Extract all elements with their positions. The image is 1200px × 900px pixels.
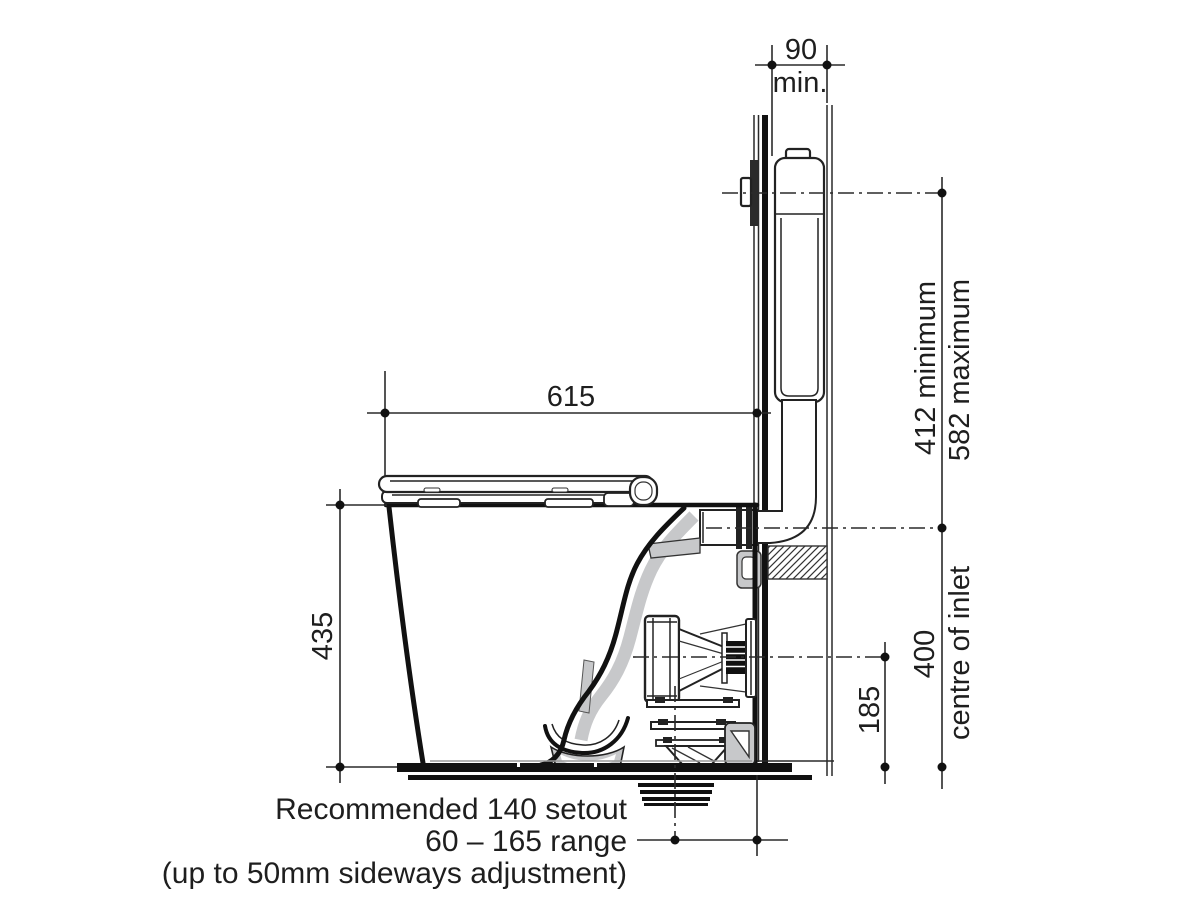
floor-bar-lower bbox=[408, 775, 812, 780]
floor bbox=[397, 760, 812, 780]
dim-435-value: 435 bbox=[307, 612, 339, 660]
floor-tick-a bbox=[517, 763, 520, 767]
dim-pan-height: 435 bbox=[307, 489, 397, 783]
dim-615-dot-right bbox=[752, 408, 762, 418]
setout-dot-outlet bbox=[670, 835, 680, 845]
notes-block: Recommended 140 setout 60 – 165 range (u… bbox=[162, 793, 628, 890]
dim-435-dot-top bbox=[335, 500, 345, 510]
dim-185-dot-bottom bbox=[880, 762, 890, 772]
setout-dot-wall bbox=[752, 835, 762, 845]
dim-button-min: 412 minimum bbox=[910, 281, 942, 455]
dim-90-dot-left bbox=[767, 60, 777, 70]
dim-615-value: 615 bbox=[547, 381, 595, 413]
seat-and-lid bbox=[377, 474, 659, 508]
dim-wall-cavity: 90 min. bbox=[755, 34, 845, 156]
outlet-bolt-lines bbox=[699, 623, 747, 693]
seat-bumper-rear bbox=[544, 498, 594, 508]
ceramic-shelf bbox=[647, 537, 701, 559]
bracket-clip-2a bbox=[658, 719, 668, 725]
connector-ribs bbox=[726, 646, 746, 668]
note-adjustment: (up to 50mm sideways adjustment) bbox=[162, 857, 627, 890]
outlet-cone-lines bbox=[678, 640, 725, 680]
trap-drum bbox=[643, 614, 681, 704]
dim-inlet-label: centre of inlet bbox=[944, 566, 976, 740]
lid-notch-a bbox=[423, 487, 441, 493]
bracket-clip-1b bbox=[723, 697, 733, 703]
corner-wedge-hole bbox=[729, 730, 750, 760]
bowl-bottom-inner bbox=[551, 719, 620, 746]
dim-90-value: 90 bbox=[785, 34, 817, 66]
outlet-rib-5 bbox=[644, 803, 708, 806]
floor-tick-b bbox=[594, 763, 597, 767]
floor-bar-upper bbox=[397, 763, 792, 772]
concealed-cistern bbox=[699, 147, 828, 589]
mounting-block-hatched bbox=[767, 545, 828, 580]
cistern-inner-line bbox=[780, 218, 819, 397]
note-setout: Recommended 140 setout bbox=[275, 793, 628, 826]
dim-185-value: 185 bbox=[854, 686, 886, 734]
dim-right-dot-bottom bbox=[937, 762, 947, 772]
dim-right-dot-mid bbox=[937, 523, 947, 533]
bracket-clip-1a bbox=[655, 697, 665, 703]
dim-615-dot-left bbox=[380, 408, 390, 418]
dim-90-qualifier: min. bbox=[773, 67, 828, 99]
dim-pan-depth: 615 bbox=[367, 371, 771, 476]
bracket-clip-2b bbox=[716, 719, 726, 725]
dim-button-max: 582 maximum bbox=[944, 279, 976, 461]
lid-hinge-inner bbox=[634, 481, 653, 501]
outlet-rib-2 bbox=[638, 783, 714, 787]
lid bbox=[377, 474, 655, 494]
dim-setout bbox=[637, 775, 788, 856]
dim-right-dot-top bbox=[937, 188, 947, 198]
bracket-clip-3a bbox=[663, 737, 672, 743]
lid-hinge bbox=[628, 475, 659, 507]
seat-bumper-front bbox=[417, 498, 461, 508]
flush-button bbox=[739, 176, 753, 208]
bowl-bottom-outer bbox=[543, 716, 630, 756]
dim-435-dot-bottom bbox=[335, 762, 345, 772]
wall-stud-bar bbox=[762, 115, 768, 763]
dim-outlet-height: 185 bbox=[854, 642, 890, 784]
bowl-profile-curve bbox=[538, 505, 687, 768]
trap-and-outlet bbox=[638, 614, 757, 806]
outlet-rib-3 bbox=[640, 790, 712, 794]
dim-90-dot-right bbox=[822, 60, 832, 70]
dim-inlet-value: 400 bbox=[909, 630, 941, 678]
dim-185-dot-top bbox=[880, 652, 890, 662]
centrelines bbox=[633, 192, 942, 840]
bracket-bar-1 bbox=[646, 699, 740, 708]
outlet-cone bbox=[678, 627, 725, 693]
dim-right-column: 412 minimum 582 maximum 400 centre of in… bbox=[909, 177, 976, 789]
note-range: 60 – 165 range bbox=[425, 825, 627, 858]
cistern-tank bbox=[773, 156, 826, 404]
outlet-rib-4 bbox=[642, 797, 710, 801]
pan-front-edge bbox=[386, 504, 426, 766]
lid-notch-b bbox=[551, 487, 569, 493]
bracket-clip-3b bbox=[719, 737, 728, 743]
